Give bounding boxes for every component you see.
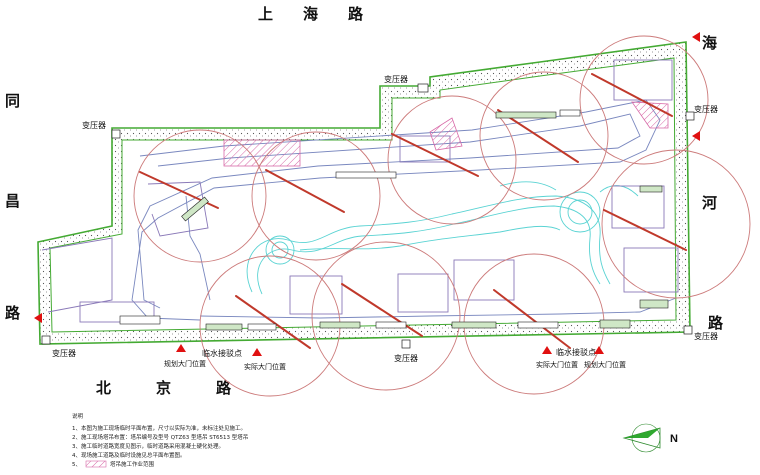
- gate-marker-left-actual: [252, 348, 262, 356]
- building-office: [79, 301, 155, 323]
- legend-item-5: 5、: [72, 462, 81, 468]
- road-name-west-3: 路: [5, 304, 21, 322]
- road-name-south: 北 京 路: [96, 379, 232, 397]
- crane-radius-2: [251, 131, 381, 261]
- road-name-north: 上 海 路: [258, 5, 364, 23]
- road-name-west-2: 昌: [5, 192, 20, 210]
- crane-radius-8: [311, 241, 461, 391]
- crane-radius-6: [601, 149, 751, 299]
- water-point-label-right: 临水接驳点: [556, 347, 596, 357]
- buildings: [41, 59, 679, 323]
- gate-actual-label-left: 实际大门位置: [244, 362, 286, 371]
- legend-item-4: 4、现场施工道路及临时设施见总平面布置图。: [72, 451, 186, 459]
- legend: 说明 1、本图为施工现场临时平面布置，尺寸以实际为准，未标注处见施工。 2、施工…: [72, 412, 248, 468]
- landscape-paths: [246, 181, 639, 295]
- north-arrow: N: [622, 423, 678, 453]
- gate-planned-label-left: 规划大门位置: [164, 359, 206, 368]
- gate-marker-right-planned: [594, 346, 604, 354]
- legend-item-1: 1、本图为施工现场临时平面布置，尺寸以实际为准，未标注处见施工。: [72, 424, 246, 432]
- construction-road: [131, 99, 677, 321]
- crane-radius-4: [479, 71, 609, 201]
- legend-hatch-caption: 塔吊施工作业范围: [110, 460, 155, 468]
- crane-jib-9: [493, 289, 571, 349]
- building-2: [397, 273, 449, 313]
- crane-jib-2: [265, 169, 345, 213]
- legend-item-3: 3、施工临时道路宽度见图示，临时道路采用混凝土硬化处理。: [72, 442, 224, 450]
- transformer-label-bottom-mid: 变压器: [394, 353, 418, 363]
- gate-marker-east-mid: [692, 131, 700, 141]
- transformer-label-bottom-right: 变压器: [694, 331, 718, 341]
- transformer-label-left: 变压器: [82, 120, 106, 130]
- crane-radius-5: [579, 35, 709, 165]
- legend-title: 说明: [72, 412, 84, 420]
- crane-jib-8: [341, 283, 423, 337]
- gate-marker-right-actual: [542, 346, 552, 354]
- gate-markers: [34, 32, 700, 356]
- transformer-label-right: 变压器: [694, 104, 718, 114]
- gate-marker-left-planned: [176, 344, 186, 352]
- building-3: [453, 259, 515, 301]
- crane-radius-3: [387, 95, 517, 225]
- crane-jib-5: [591, 73, 673, 117]
- legend-item-2: 2、施工现场塔吊布置：塔吊编号及型号 QTZ63 型塔吊 ST6513 型塔吊: [72, 433, 248, 441]
- water-point-label-left: 临水接驳点: [202, 348, 242, 358]
- transformer-boxes: [41, 83, 695, 349]
- crane-jibs: [139, 73, 687, 349]
- crane-radius-1: [133, 129, 267, 263]
- crane-jib-4: [497, 109, 579, 163]
- transformer-label-top: 变压器: [384, 74, 408, 84]
- gate-planned-label-right: 规划大门位置: [584, 360, 626, 369]
- crane-radius-circles: [133, 35, 751, 397]
- legend-hatch-swatch: [85, 460, 107, 468]
- building-1: [289, 275, 343, 315]
- site-facilities: [119, 109, 669, 331]
- crane-jib-3: [391, 133, 479, 177]
- road-name-east-upper: 海: [702, 34, 717, 52]
- gate-marker-west: [34, 313, 42, 323]
- road-name-east-lower: 路: [708, 314, 724, 332]
- transformer-label-bottom-left: 变压器: [52, 348, 76, 358]
- road-name-east-middle: 河: [702, 194, 717, 212]
- building-4: [623, 247, 679, 293]
- road-name-west-1: 同: [5, 92, 20, 110]
- gate-actual-label-right: 实际大门位置: [536, 360, 578, 369]
- crane-jib-6: [603, 209, 687, 251]
- gate-marker-east-top: [692, 32, 700, 42]
- north-arrow-letter: N: [670, 433, 678, 445]
- crane-jib-7: [235, 295, 311, 349]
